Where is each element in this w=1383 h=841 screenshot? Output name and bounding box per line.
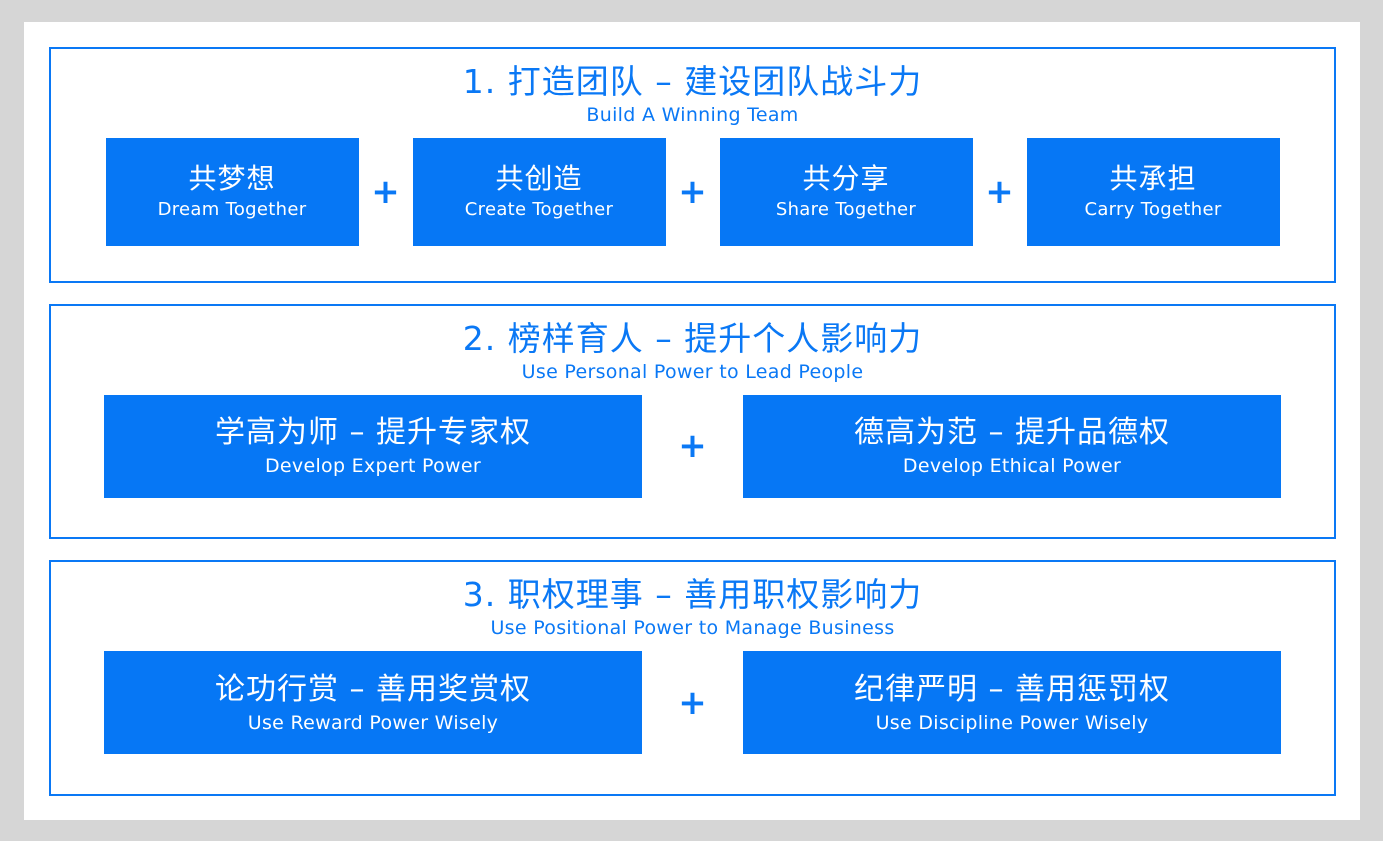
concept-box-en-label: Use Reward Power Wisely [247,711,499,734]
sections-container: 1. 打造团队 – 建设团队战斗力 Build A Winning Team 共… [49,47,1336,797]
concept-box-en-label: Dream Together [157,199,307,220]
concept-box-en-label: Create Together [464,199,614,220]
section-3-header: 3. 职权理事 – 善用职权影响力 Use Positional Power t… [51,562,1334,641]
concept-box-share-together[interactable]: 共分享 Share Together [719,138,973,246]
concept-box-cn-label: 学高为师 – 提升专家权 [214,415,532,451]
section-panel-2: 2. 榜样育人 – 提升个人影响力 Use Personal Power to … [49,303,1336,540]
section-2-title-en: Use Personal Power to Lead People [521,360,864,383]
concept-box-create-together[interactable]: 共创造 Create Together [412,138,666,246]
concept-box-en-label: Use Discipline Power Wisely [875,711,1149,734]
section-3-title-en: Use Positional Power to Manage Business [490,617,895,640]
concept-box-cn-label: 纪律严明 – 善用惩罚权 [853,671,1171,707]
concept-box-cn-label: 德高为范 – 提升品德权 [853,415,1171,451]
concept-box-en-label: Develop Ethical Power [902,455,1122,478]
concept-box-en-label: Carry Together [1084,199,1222,220]
concept-box-en-label: Develop Expert Power [264,455,481,478]
concept-box-dream-together[interactable]: 共梦想 Dream Together [105,138,359,246]
plus-separator-icon: + [371,172,400,212]
section-1-title-en: Build A Winning Team [586,104,799,126]
concept-box-expert-power[interactable]: 学高为师 – 提升专家权 Develop Expert Power [104,394,642,498]
section-1-boxes-row: 共梦想 Dream Together + 共创造 Create Together… [51,138,1334,246]
section-2-title-cn: 2. 榜样育人 – 提升个人影响力 [462,318,923,358]
section-1-header: 1. 打造团队 – 建设团队战斗力 Build A Winning Team [51,49,1334,128]
slide-canvas: 1. 打造团队 – 建设团队战斗力 Build A Winning Team 共… [24,22,1360,820]
plus-separator-icon: + [678,682,707,723]
concept-box-cn-label: 共梦想 [188,162,276,195]
concept-box-cn-label: 共分享 [802,162,890,195]
concept-box-discipline-power[interactable]: 纪律严明 – 善用惩罚权 Use Discipline Power Wisely [743,651,1281,755]
section-3-boxes-row: 论功行赏 – 善用奖赏权 Use Reward Power Wisely + 纪… [51,651,1334,755]
section-2-boxes-row: 学高为师 – 提升专家权 Develop Expert Power + 德高为范… [51,394,1334,498]
plus-separator-icon: + [985,172,1014,212]
section-2-header: 2. 榜样育人 – 提升个人影响力 Use Personal Power to … [51,306,1334,385]
plus-separator-icon: + [678,172,707,212]
section-3-title-cn: 3. 职权理事 – 善用职权影响力 [462,575,923,615]
concept-box-ethical-power[interactable]: 德高为范 – 提升品德权 Develop Ethical Power [743,394,1281,498]
concept-box-cn-label: 论功行赏 – 善用奖赏权 [214,671,532,707]
section-panel-3: 3. 职权理事 – 善用职权影响力 Use Positional Power t… [49,560,1336,797]
concept-box-reward-power[interactable]: 论功行赏 – 善用奖赏权 Use Reward Power Wisely [104,651,642,755]
concept-box-carry-together[interactable]: 共承担 Carry Together [1026,138,1280,246]
concept-box-cn-label: 共创造 [495,162,583,195]
section-1-title-cn: 1. 打造团队 – 建设团队战斗力 [462,62,923,101]
section-panel-1: 1. 打造团队 – 建设团队战斗力 Build A Winning Team 共… [49,47,1336,283]
concept-box-cn-label: 共承担 [1109,162,1197,195]
concept-box-en-label: Share Together [775,199,917,220]
plus-separator-icon: + [678,426,707,467]
